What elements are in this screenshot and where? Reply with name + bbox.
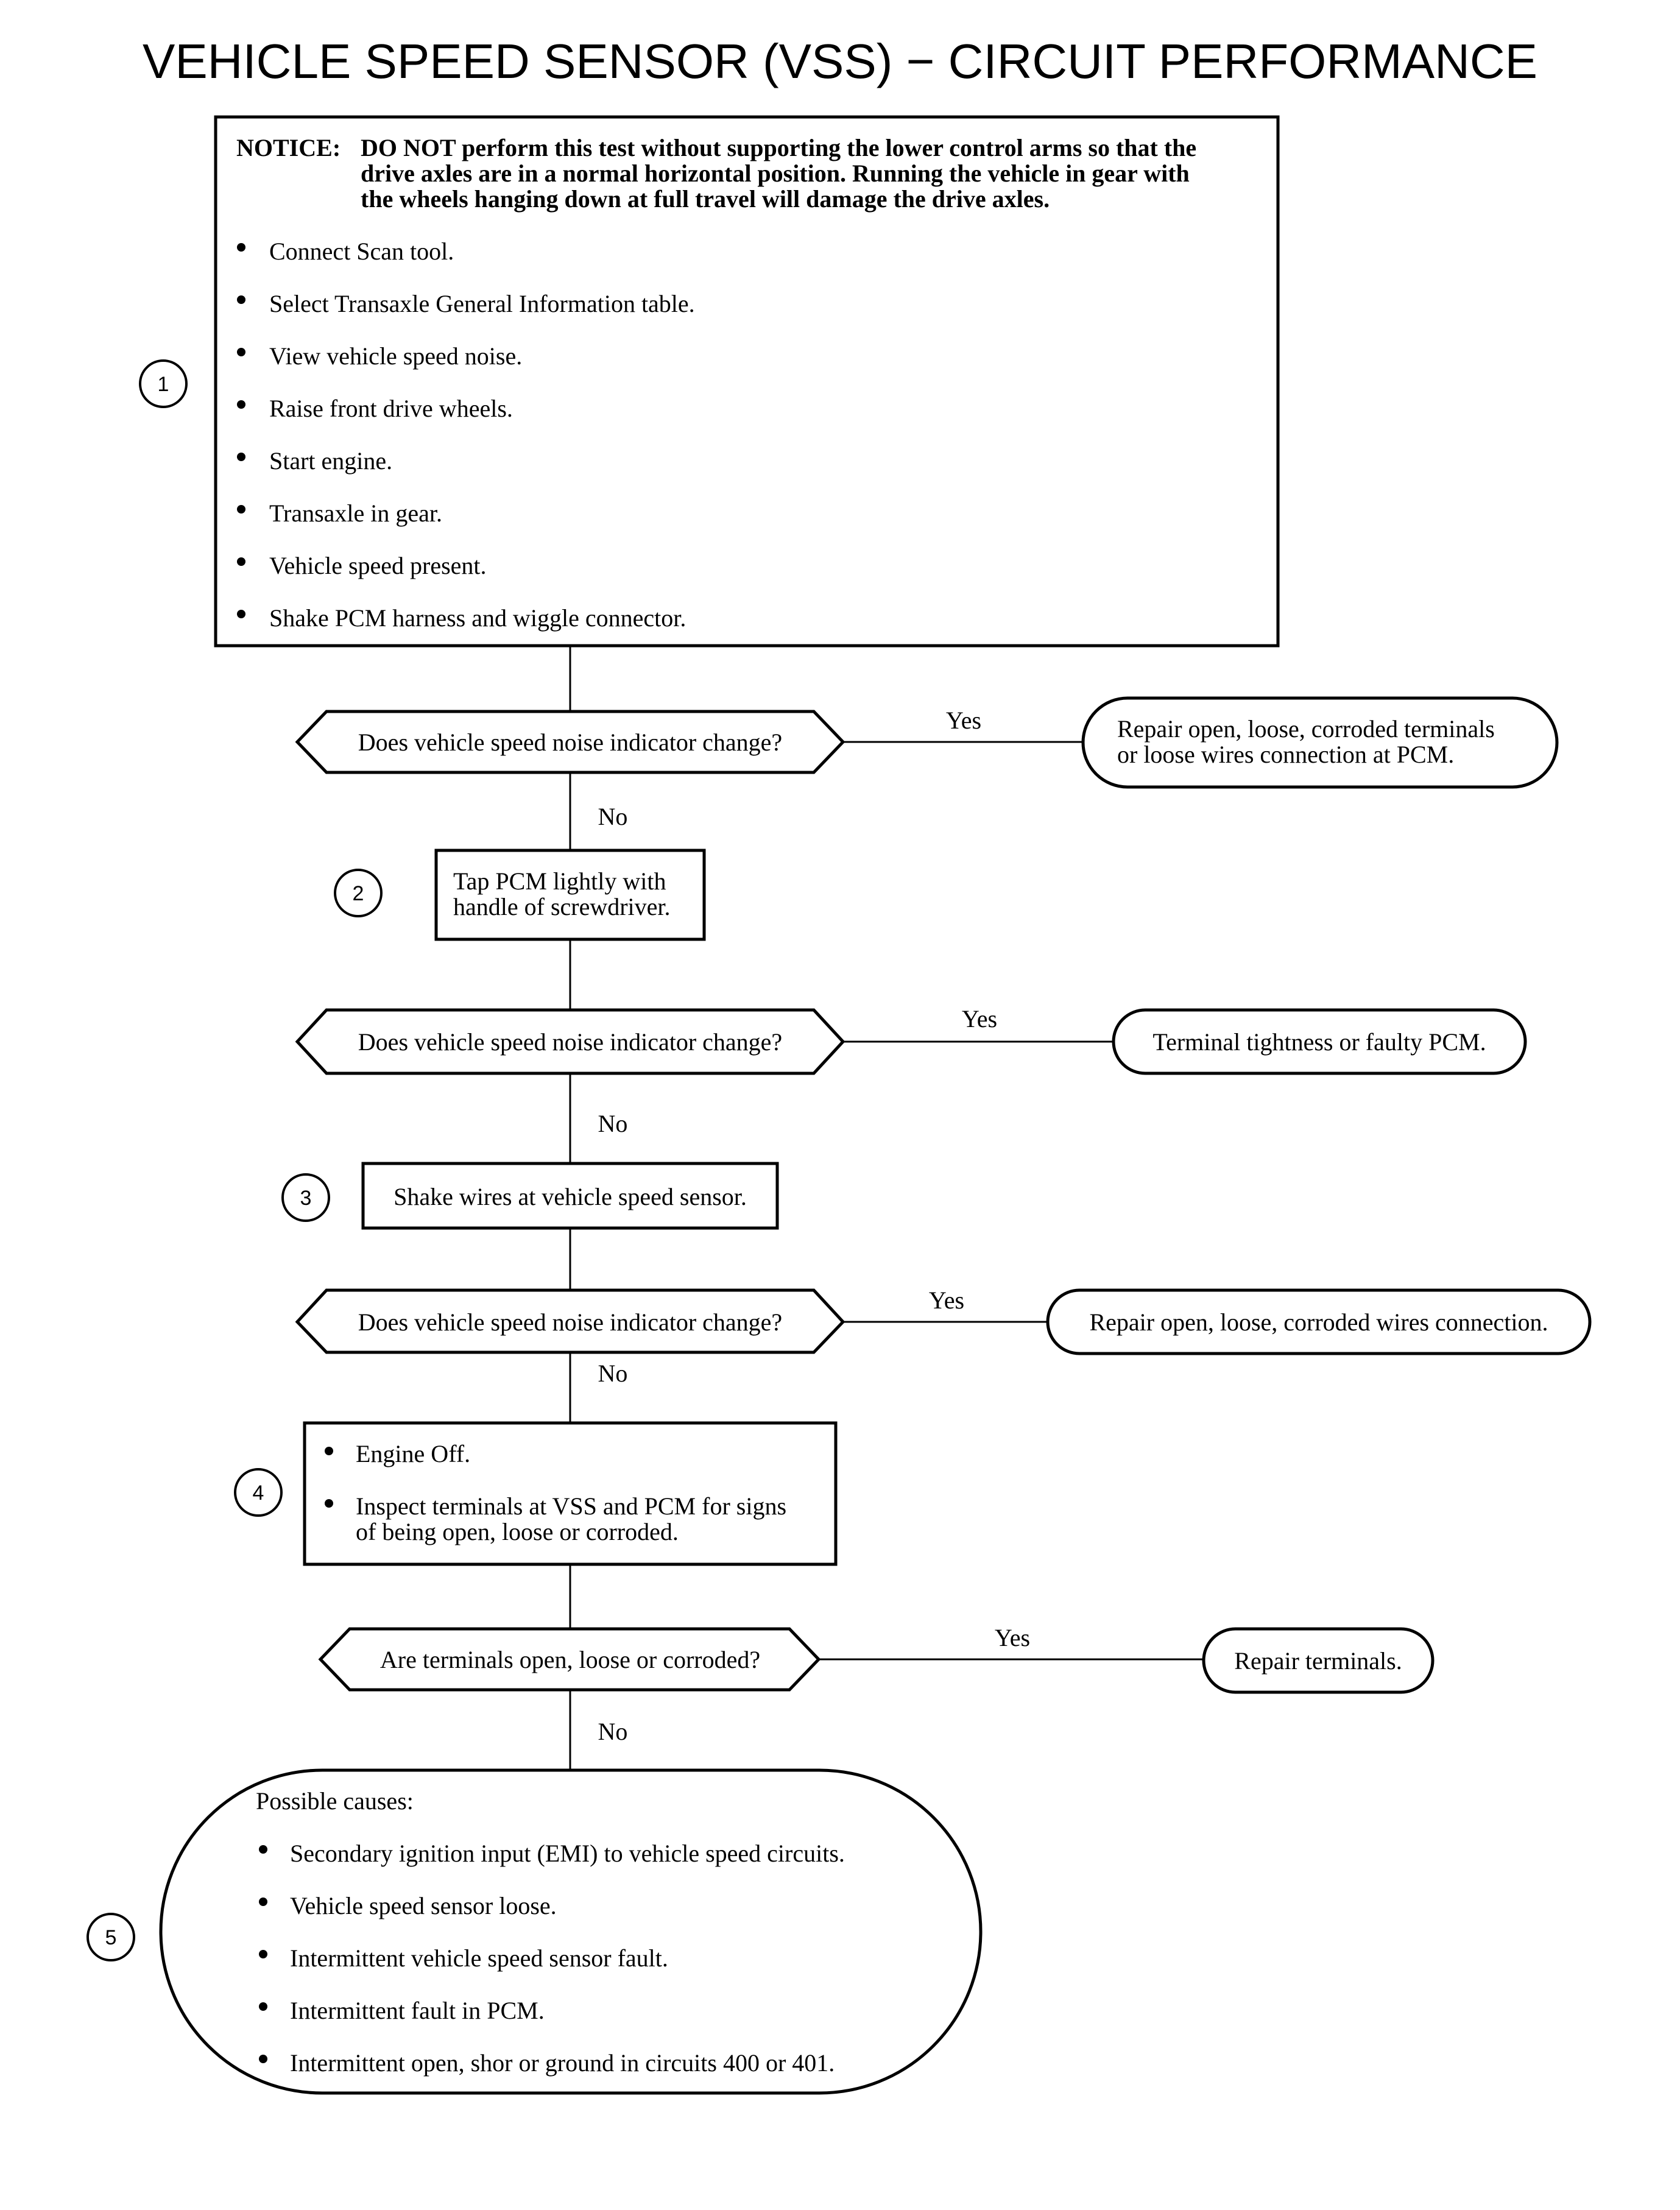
step-2-text: Tap PCM lightly with	[453, 867, 666, 895]
svg-text:3: 3	[300, 1187, 312, 1210]
cause-item: Intermittent open, shor or ground in cir…	[290, 2049, 835, 2077]
step-marker-1: 1	[139, 359, 188, 408]
cause-item: Intermittent vehicle speed sensor fault.	[290, 1944, 668, 1972]
step-4-text: of being open, loose or corroded.	[356, 1518, 679, 1545]
bullet-icon	[237, 610, 245, 618]
bullet-icon	[237, 348, 245, 356]
bullet-icon	[237, 243, 245, 252]
result-1: Repair open, loose, corroded terminals o…	[1081, 696, 1559, 789]
result-text: Repair terminals.	[1234, 1647, 1402, 1675]
svg-text:5: 5	[105, 1926, 117, 1949]
step-marker-2: 2	[334, 869, 383, 917]
cause-item: Secondary ignition input (EMI) to vehicl…	[290, 1840, 845, 1867]
result-text: Terminal tightness or faulty PCM.	[1152, 1028, 1486, 1056]
step-3-box: Shake wires at vehicle speed sensor.	[361, 1162, 779, 1230]
checklist-item: Shake PCM harness and wiggle connector.	[269, 604, 686, 632]
step-marker-4: 4	[234, 1468, 283, 1517]
decision-question: Does vehicle speed noise indicator chang…	[358, 1308, 782, 1336]
step-4-text: Inspect terminals at VSS and PCM for sig…	[356, 1492, 786, 1520]
bullet-icon	[325, 1447, 333, 1455]
decision-2: Does vehicle speed noise indicator chang…	[295, 1008, 845, 1075]
bullet-icon	[259, 1845, 267, 1854]
no-label: No	[598, 1718, 628, 1745]
step-3-text: Shake wires at vehicle speed sensor.	[394, 1183, 747, 1210]
decision-question: Are terminals open, loose or corroded?	[380, 1646, 760, 1673]
checklist-item: Start engine.	[269, 447, 392, 475]
decision-question: Does vehicle speed noise indicator chang…	[358, 1028, 782, 1056]
decision-question: Does vehicle speed noise indicator chang…	[358, 729, 782, 756]
no-label: No	[598, 803, 628, 830]
no-label: No	[598, 1360, 628, 1387]
bullet-icon	[259, 2055, 267, 2063]
step-4-box: Engine Off. Inspect terminals at VSS and…	[303, 1421, 838, 1566]
yes-label: Yes	[995, 1624, 1030, 1651]
bullet-icon	[237, 400, 245, 409]
checklist-item: Transaxle in gear.	[269, 500, 442, 527]
bullet-icon	[237, 557, 245, 566]
result-2: Terminal tightness or faulty PCM.	[1112, 1008, 1527, 1075]
bullet-icon	[237, 505, 245, 514]
step-1-box: NOTICE: DO NOT perform this test without…	[214, 115, 1280, 648]
step-2-text: handle of screwdriver.	[453, 893, 671, 920]
yes-label: Yes	[929, 1287, 964, 1314]
result-text: Repair open, loose, corroded wires conne…	[1089, 1308, 1548, 1336]
step-marker-5: 5	[86, 1913, 135, 1961]
notice-line: DO NOT perform this test without support…	[361, 134, 1196, 161]
bullet-icon	[259, 1898, 267, 1906]
checklist-item: Connect Scan tool.	[269, 238, 454, 265]
bullet-icon	[237, 295, 245, 304]
possible-causes-heading: Possible causes:	[256, 1787, 414, 1815]
checklist-item: Raise front drive wheels.	[269, 395, 513, 422]
page-title: VEHICLE SPEED SENSOR (VSS) − CIRCUIT PER…	[143, 34, 1537, 88]
decision-3: Does vehicle speed noise indicator chang…	[295, 1288, 845, 1354]
step-4-text: Engine Off.	[356, 1440, 470, 1467]
cause-item: Vehicle speed sensor loose.	[290, 1892, 557, 1919]
svg-text:1: 1	[158, 373, 169, 396]
result-4: Repair terminals.	[1202, 1627, 1435, 1694]
decision-4: Are terminals open, loose or corroded?	[318, 1627, 821, 1692]
bullet-icon	[259, 2002, 267, 2011]
bullet-icon	[237, 453, 245, 461]
bullet-icon	[325, 1499, 333, 1508]
step-marker-3: 3	[281, 1173, 330, 1222]
checklist-item: Vehicle speed present.	[269, 552, 487, 579]
result-text: Repair open, loose, corroded terminals	[1117, 715, 1495, 743]
result-text: or loose wires connection at PCM.	[1117, 741, 1454, 768]
notice-line: drive axles are in a normal horizontal p…	[361, 160, 1190, 187]
checklist-item: Select Transaxle General Information tab…	[269, 290, 695, 317]
bullet-icon	[259, 1950, 267, 1958]
connector-lines	[569, 646, 1204, 1770]
notice-line: the wheels hanging down at full travel w…	[361, 185, 1050, 213]
svg-text:4: 4	[253, 1481, 264, 1505]
no-label: No	[598, 1110, 628, 1137]
notice-label: NOTICE:	[236, 134, 341, 161]
svg-text:2: 2	[353, 882, 364, 905]
checklist-item: View vehicle speed noise.	[269, 342, 522, 370]
yes-label: Yes	[946, 707, 981, 734]
decision-1: Does vehicle speed noise indicator chang…	[295, 710, 845, 774]
cause-item: Intermittent fault in PCM.	[290, 1997, 545, 2024]
yes-label: Yes	[962, 1005, 997, 1033]
result-3: Repair open, loose, corroded wires conne…	[1046, 1288, 1592, 1355]
possible-causes-box: Possible causes: Secondary ignition inpu…	[159, 1768, 983, 2095]
step-2-box: Tap PCM lightly with handle of screwdriv…	[434, 849, 706, 941]
